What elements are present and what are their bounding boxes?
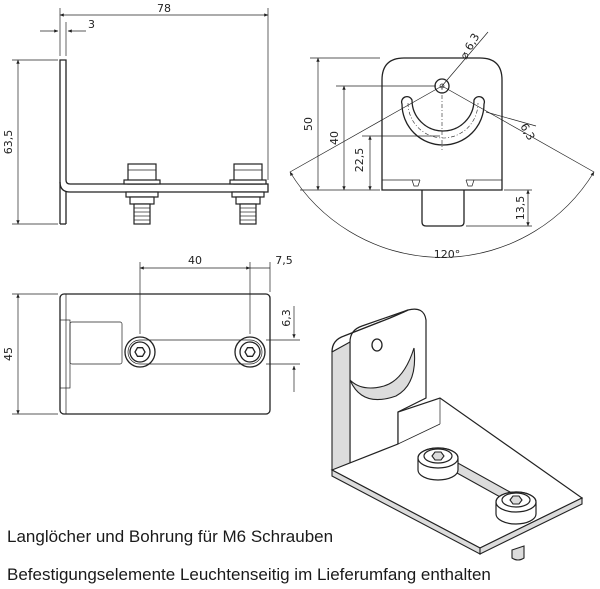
dim-50: 50	[302, 117, 315, 131]
curved-slot	[400, 96, 486, 146]
bolt-head-1	[124, 336, 156, 368]
caption-included-parts: Befestigungselemente Leuchtenseitig im L…	[7, 565, 491, 584]
dim-63-5: 63,5	[2, 130, 15, 155]
iso-bolt-2	[495, 491, 537, 525]
isometric-view	[330, 308, 584, 561]
dim-22-5: 22,5	[353, 148, 366, 173]
dim-78: 78	[157, 2, 171, 15]
dim-40-spacing: 40	[188, 254, 202, 267]
front-view: 120° ⌀ 6,3 6,3 50 40 22,5 13,5	[289, 31, 595, 261]
long-slot	[127, 339, 263, 365]
dim-40: 40	[328, 131, 341, 145]
dim-7-5: 7,5	[275, 254, 293, 267]
screw-1	[123, 163, 161, 225]
side-view: 78 3 63,5	[2, 2, 269, 225]
iso-hole	[371, 338, 383, 352]
dim-13-5: 13,5	[514, 196, 527, 221]
screw-2	[229, 163, 267, 225]
dim-hole-diameter: ⌀ 6,3	[457, 31, 482, 61]
dim-angle: 120°	[434, 248, 461, 261]
dim-6-3-slot: 6,3	[280, 309, 293, 327]
dim-3: 3	[88, 18, 95, 31]
bolt-head-2	[234, 336, 266, 368]
top-view: 40 7,5 6,3 45	[2, 254, 300, 415]
dim-slot-width: 6,3	[517, 121, 537, 143]
iso-bolt-1	[417, 447, 459, 481]
caption-slots: Langlöcher und Bohrung für M6 Schrauben	[7, 527, 334, 546]
dim-45: 45	[2, 347, 15, 361]
iso-curved-slot	[349, 347, 416, 401]
